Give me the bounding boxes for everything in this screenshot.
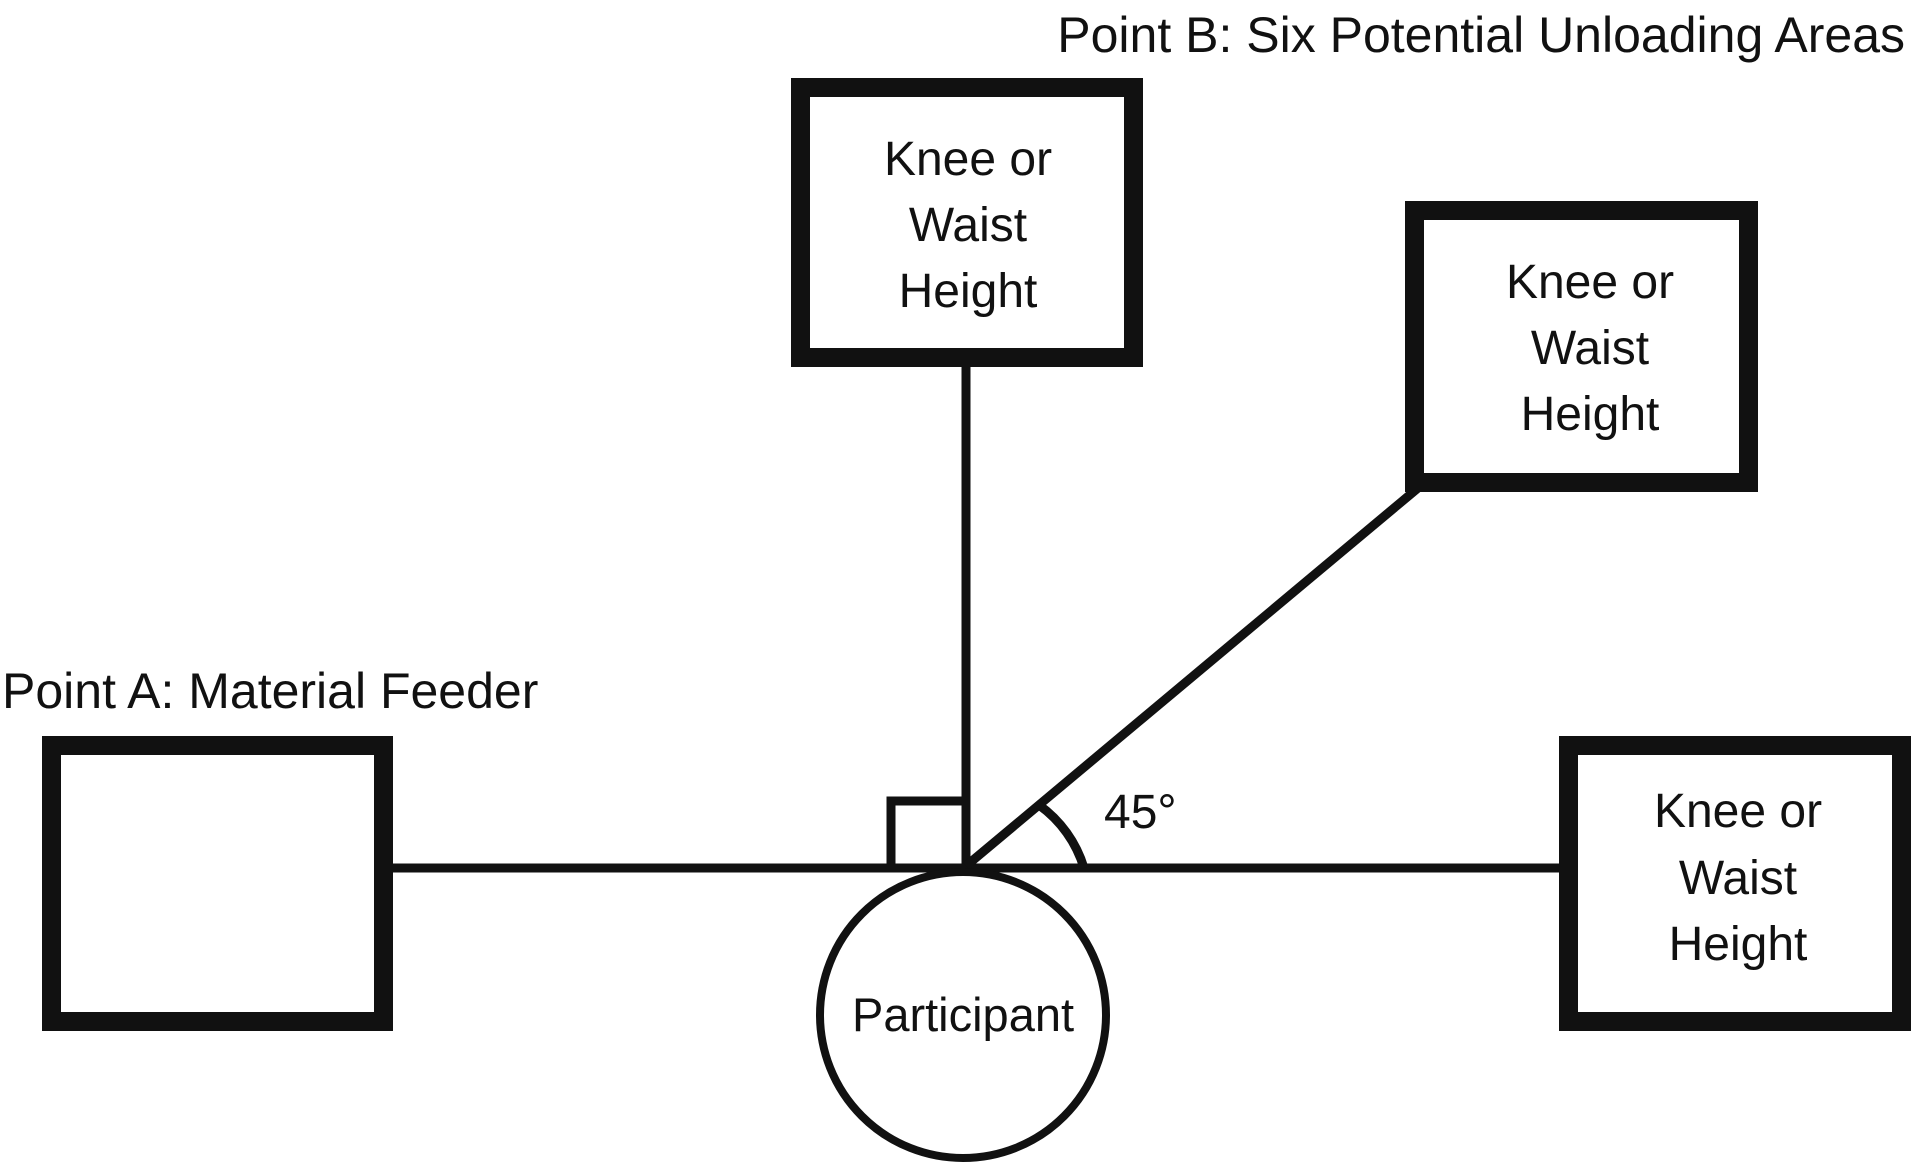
- unloading-box-diagonal-line-1: Knee or: [1506, 256, 1674, 309]
- unloading-box-right-line-2: Waist: [1679, 852, 1797, 905]
- unloading-box-diagonal-line-3: Height: [1521, 388, 1660, 441]
- unloading-box-right-line-3: Height: [1669, 918, 1808, 971]
- angle-label: 45°: [1104, 786, 1177, 839]
- right-angle-marker: [886, 796, 962, 866]
- unloading-box-diagonal-line-2: Waist: [1531, 322, 1649, 375]
- point-a-title: Point A: Material Feeder: [2, 663, 538, 719]
- participant-label: Participant: [852, 988, 1074, 1041]
- diagonal-connector: [963, 484, 1421, 870]
- unloading-box-top: Knee or Waist Height: [791, 78, 1143, 367]
- unloading-box-right-frame: [1559, 736, 1911, 1031]
- unloading-box-top-line-1: Knee or: [884, 133, 1052, 186]
- unloading-box-right-line-1: Knee or: [1654, 785, 1822, 838]
- material-feeder-box: [42, 736, 393, 1031]
- unloading-box-top-frame: [791, 78, 1143, 367]
- unloading-box-diagonal-frame: [1405, 201, 1758, 492]
- participant-circle: [816, 868, 1110, 1162]
- unloading-box-top-line-3: Height: [899, 265, 1038, 318]
- unloading-box-diagonal: Knee or Waist Height: [1405, 201, 1758, 492]
- unloading-box-right: Knee or Waist Height: [1559, 736, 1911, 1031]
- point-b-title: Point B: Six Potential Unloading Areas: [1057, 7, 1905, 63]
- unloading-box-top-line-2: Waist: [909, 199, 1027, 252]
- angle-arc: [1036, 801, 1089, 870]
